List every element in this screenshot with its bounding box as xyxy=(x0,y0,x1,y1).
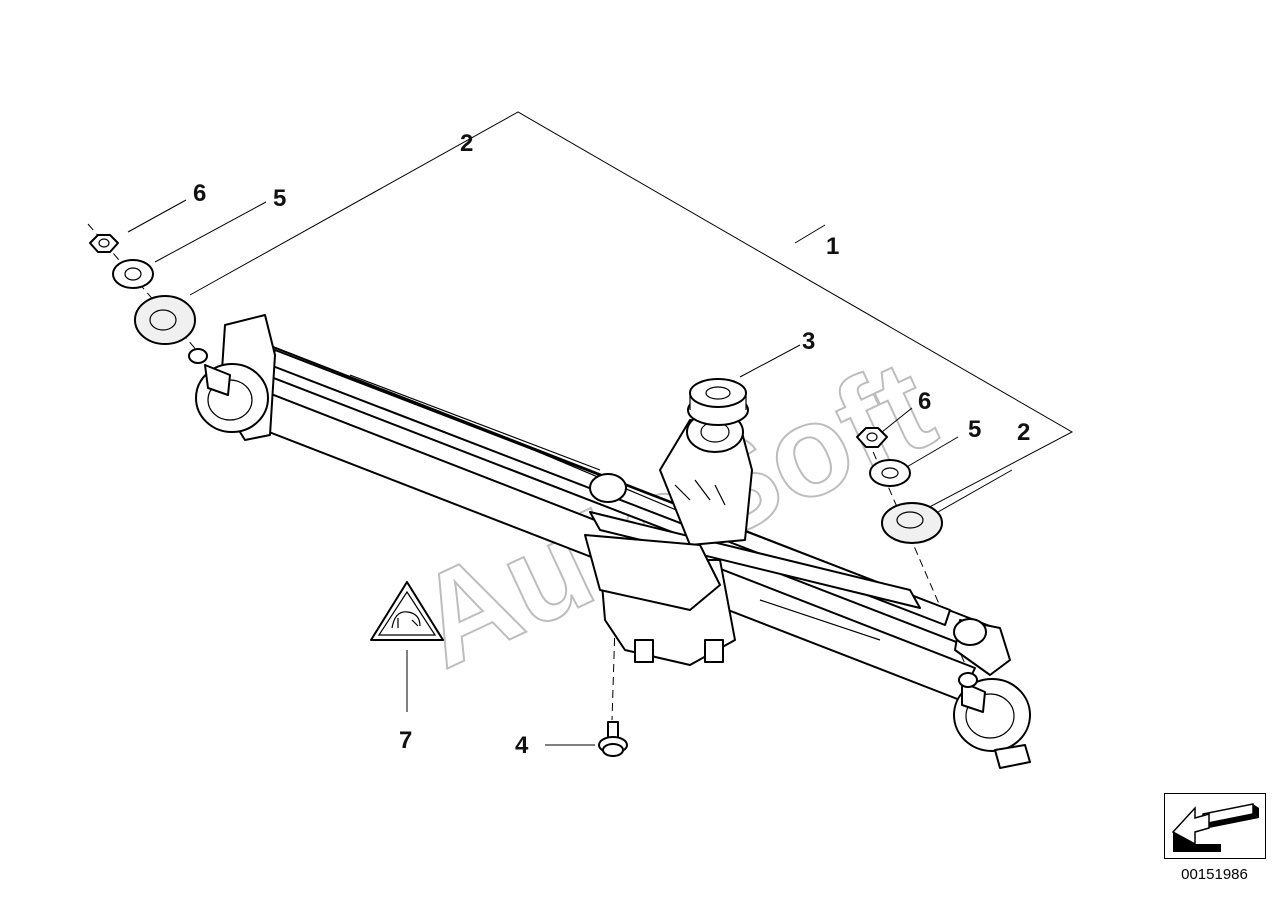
part-6-nut-left xyxy=(89,234,119,253)
bush-hole xyxy=(705,386,731,400)
bush-top xyxy=(689,378,747,408)
leader-5-right xyxy=(904,436,959,469)
callout-6-right: 6 xyxy=(918,388,931,415)
back-arrow-icon xyxy=(1171,803,1259,852)
motor-crank-plate xyxy=(584,534,721,611)
screw-base xyxy=(602,743,624,757)
callout-4: 4 xyxy=(515,732,529,759)
crank-rod xyxy=(589,511,921,609)
crank-pin xyxy=(589,473,627,503)
motor-connector-right xyxy=(704,639,724,663)
axis-screw xyxy=(611,624,616,721)
washer-hole-right xyxy=(881,467,899,479)
leader-3 xyxy=(739,344,801,378)
callout-1: 1 xyxy=(826,233,839,260)
nut-hole-left xyxy=(98,238,110,248)
left-pivot xyxy=(188,348,269,433)
callout-5-right: 5 xyxy=(968,416,981,443)
callout-5-left: 5 xyxy=(273,185,286,212)
label-triangle-outer xyxy=(370,581,444,641)
wiper-motor xyxy=(584,411,987,666)
diagram-number: 00151986 xyxy=(1181,866,1248,883)
grommet-hole-right xyxy=(896,511,924,529)
right-pivot-inner xyxy=(965,693,1015,739)
right-pivot xyxy=(953,672,1031,769)
nut-hole-right xyxy=(866,432,878,442)
nav-back-button[interactable] xyxy=(1164,793,1266,859)
part-2-grommet-left xyxy=(134,295,196,345)
grommet-hole-left xyxy=(149,309,177,331)
left-pivot-shaft xyxy=(204,364,231,396)
leader-1 xyxy=(794,224,826,244)
leader-5-left xyxy=(154,201,267,263)
callout-7: 7 xyxy=(399,727,412,754)
hand-caution-icon xyxy=(391,611,421,629)
part-5-washer-left xyxy=(112,259,154,289)
part-6-nut-right xyxy=(856,427,888,448)
part-7-warning-label xyxy=(370,581,444,641)
part-2-grommet-right xyxy=(881,502,943,544)
leader-6-left xyxy=(127,199,187,233)
part-4-screw xyxy=(598,721,628,757)
leader-6-right xyxy=(881,407,913,433)
callout-2-left: 2 xyxy=(460,130,473,157)
leader-2-right xyxy=(937,469,1013,513)
motor-connector-left xyxy=(634,639,654,663)
washer-hole-left xyxy=(124,267,142,281)
left-hardware xyxy=(89,234,196,345)
rod-end-right xyxy=(953,618,987,646)
right-pivot-shaft xyxy=(961,681,986,713)
part-3-rubber-bush xyxy=(687,378,749,426)
motor-ribs xyxy=(674,479,726,506)
part-5-washer-right xyxy=(869,459,911,487)
right-pivot-foot xyxy=(994,744,1031,769)
right-pivot-tip xyxy=(958,672,978,688)
callout-2-right: 2 xyxy=(1017,419,1030,446)
left-pivot-tip xyxy=(188,348,208,364)
right-hardware xyxy=(856,427,943,544)
callout-3: 3 xyxy=(802,328,815,355)
callouts: 1 2 2 3 4 5 5 6 6 7 xyxy=(193,130,1030,759)
label-triangle-inner xyxy=(377,590,437,636)
assembly-bracket-line xyxy=(189,111,1074,513)
callout-6-left: 6 xyxy=(193,180,206,207)
